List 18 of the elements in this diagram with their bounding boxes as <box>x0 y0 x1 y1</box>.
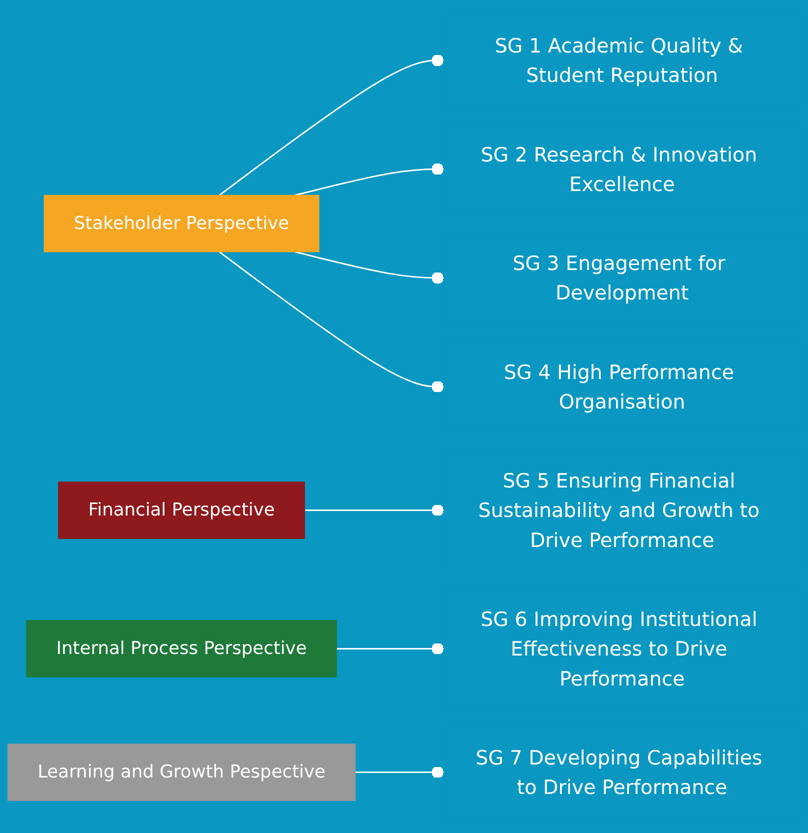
node-text: SG 3 Engagement for Development <box>512 251 726 305</box>
connector <box>218 251 444 393</box>
node-text: SG 2 Research & Innovation Excellence <box>480 142 758 196</box>
connector <box>294 163 444 196</box>
node-box: Stakeholder Perspective <box>44 195 320 252</box>
node-text: SG 6 Improving Institutional Effectiveness to Drive Performance <box>480 607 758 690</box>
connector <box>304 504 444 516</box>
connector <box>336 642 444 655</box>
connector <box>218 54 444 196</box>
connector <box>294 251 444 284</box>
node-box: Financial Perspective <box>58 482 306 540</box>
node-box: Learning and Growth Pespective <box>7 744 356 802</box>
node-box: Internal Process Perspective <box>26 620 337 678</box>
node-text: SG 1 Academic Quality & Student Reputation <box>494 34 744 88</box>
node-text: SG 5 Ensuring Financial Sustainability and Growth to Drive Performance <box>478 468 760 552</box>
node-text: SG 7 Developing Capabilities to Drive Performance <box>476 746 762 800</box>
connector <box>355 766 444 778</box>
node-text: SG 4 High Performance Organisation <box>504 360 734 414</box>
